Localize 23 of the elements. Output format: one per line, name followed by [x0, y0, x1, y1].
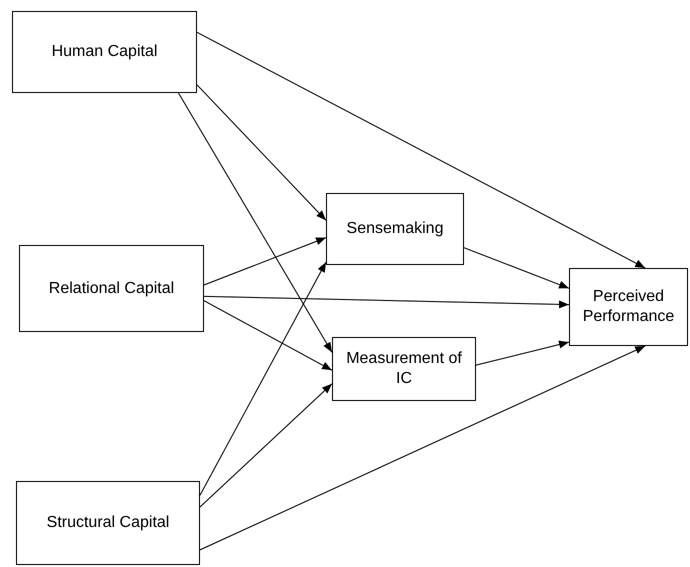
- arrow: [200, 346, 646, 550]
- variable-box: [326, 193, 464, 265]
- variable-box: [569, 268, 688, 346]
- box-label: Sensemaking: [346, 219, 444, 239]
- arrow: [178, 92, 332, 353]
- arrow: [196, 84, 326, 221]
- arrow: [200, 383, 332, 508]
- variable-box: [16, 481, 200, 565]
- box-label: Relational Capital: [48, 278, 174, 298]
- arrow: [204, 237, 326, 286]
- box-label: Perceived Performance: [582, 287, 676, 327]
- variable-box: [12, 11, 197, 93]
- arrow: [476, 340, 570, 366]
- variable-box: [332, 337, 476, 401]
- arrow: [464, 247, 570, 289]
- variable-box: [19, 245, 204, 332]
- arrow: [204, 300, 332, 371]
- arrow: [204, 296, 570, 308]
- arrow: [200, 262, 326, 496]
- arrow: [196, 32, 646, 268]
- box-label: Structural Capital: [46, 513, 170, 533]
- box-label: Human Capital: [52, 42, 158, 62]
- box-label: Measurement of IC: [345, 349, 463, 389]
